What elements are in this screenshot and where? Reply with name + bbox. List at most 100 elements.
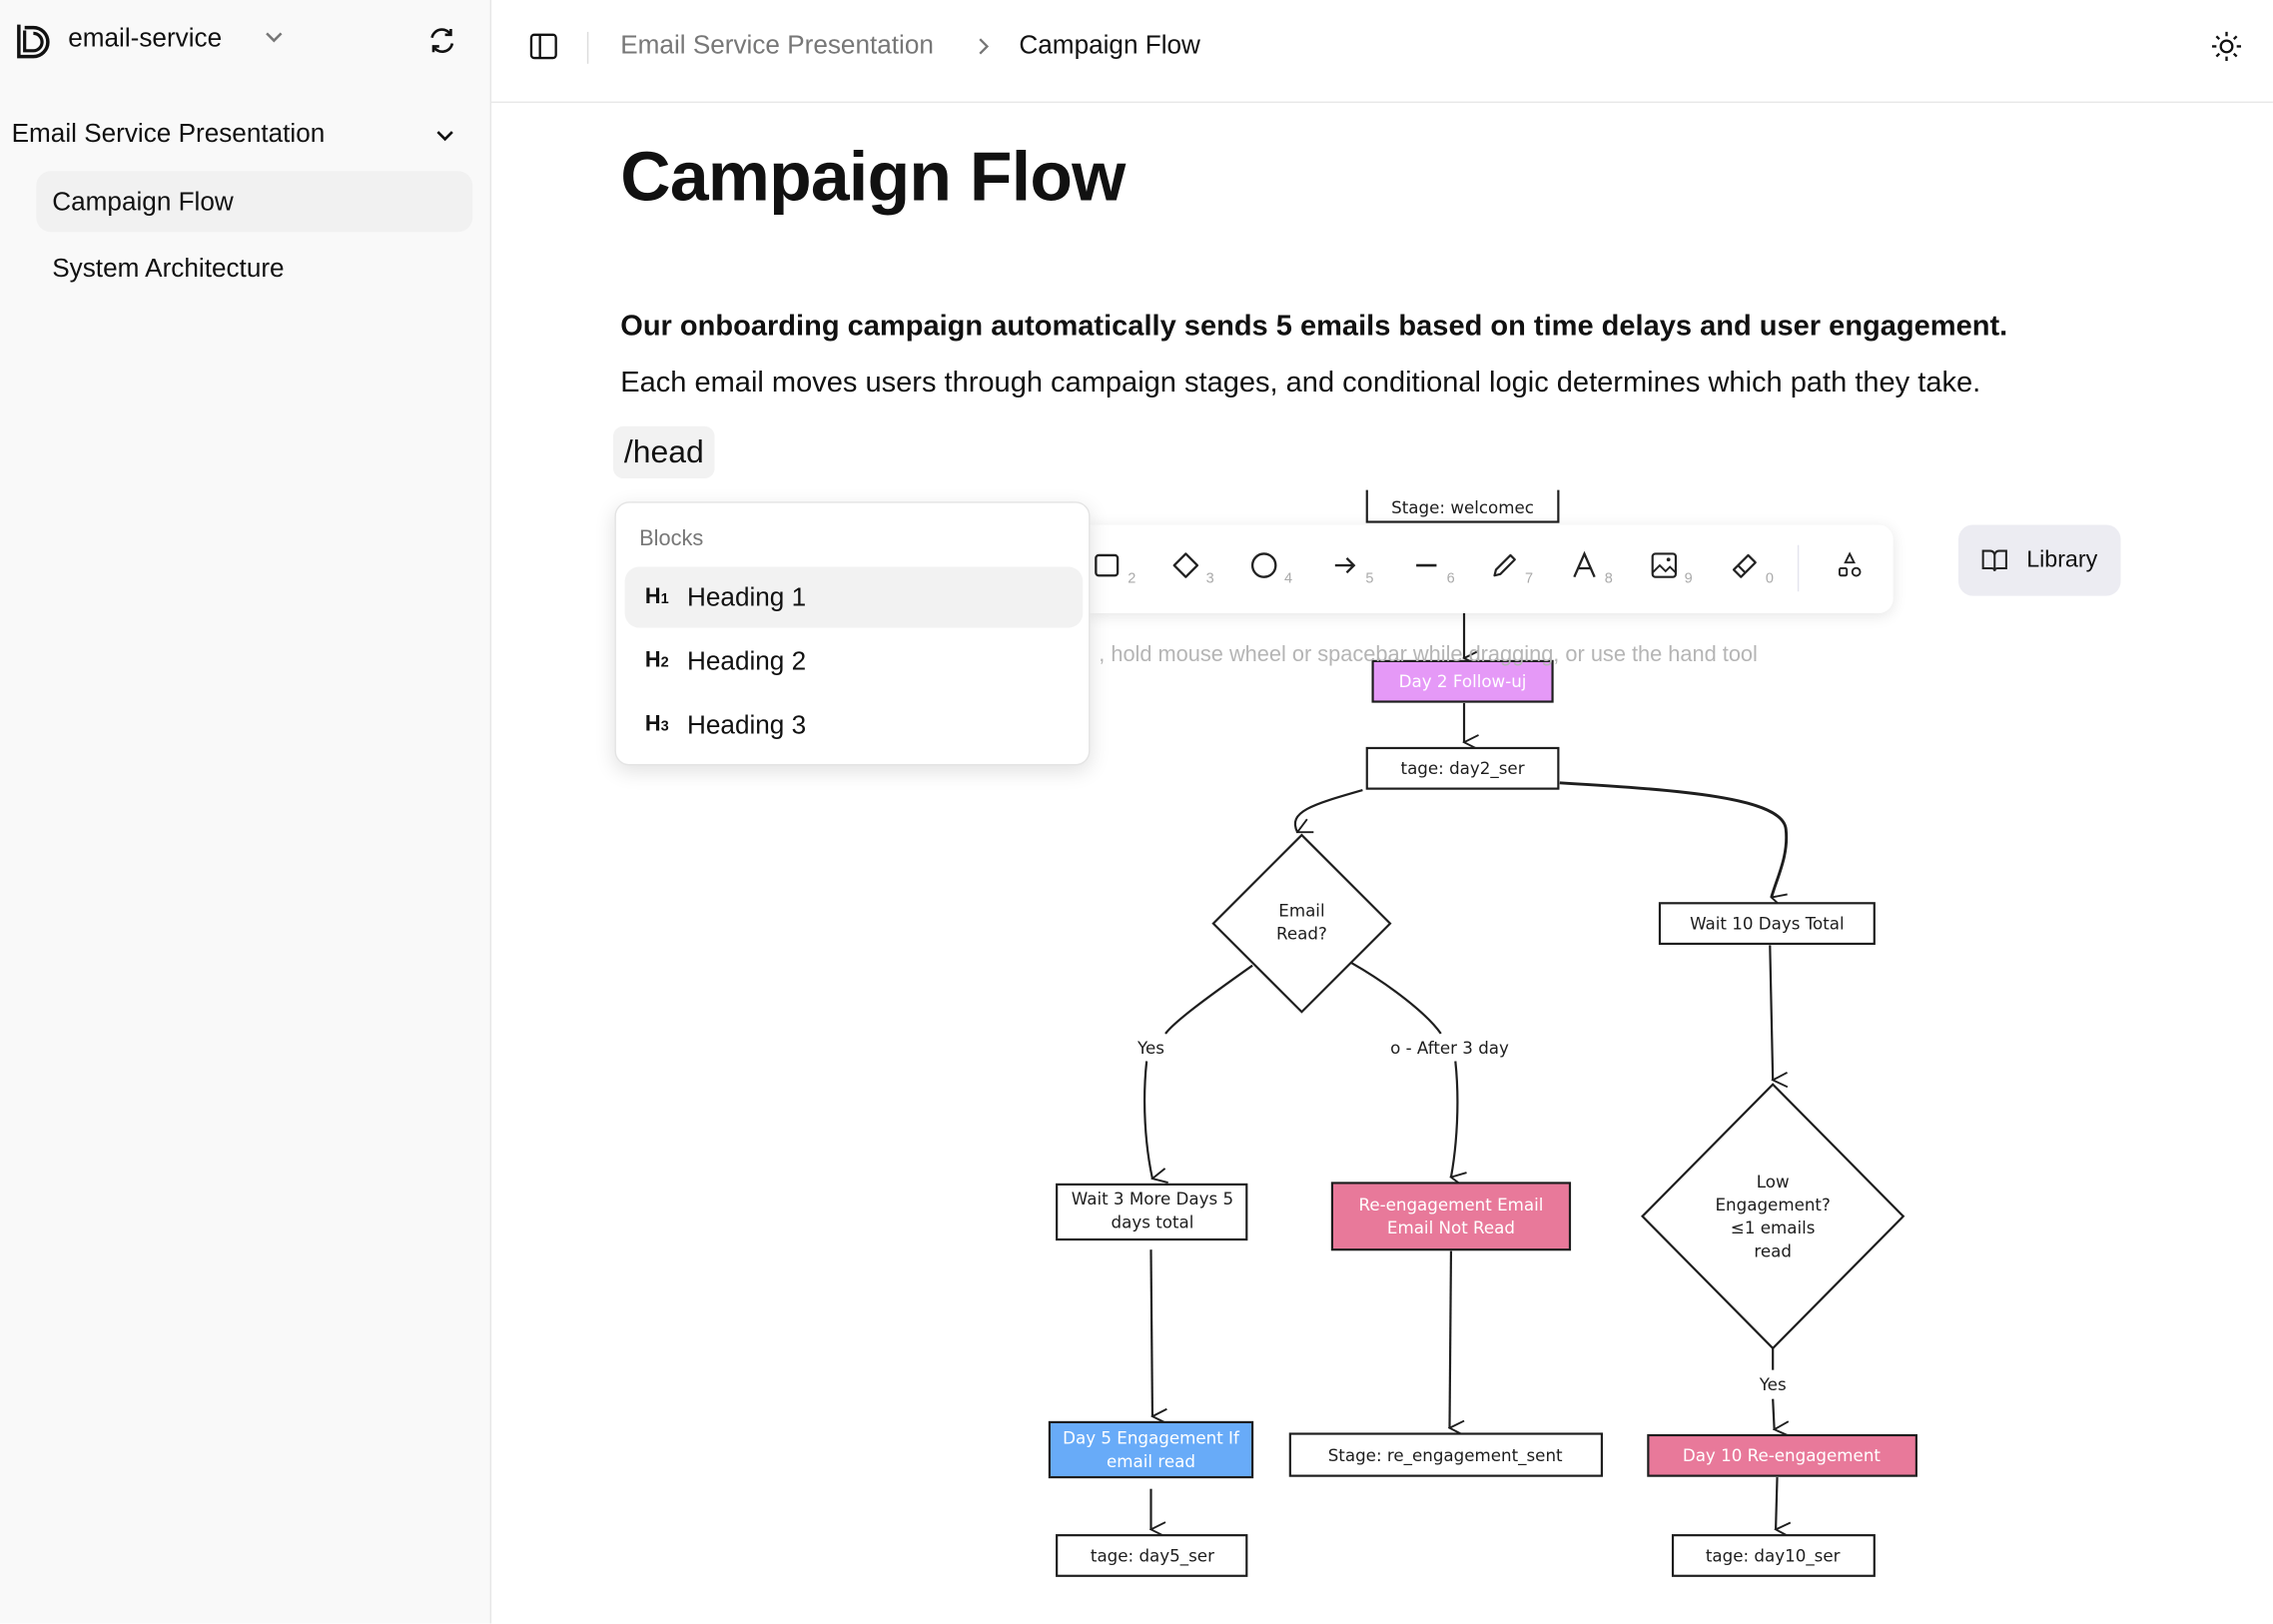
edge-day10-to-stage <box>1776 1477 1777 1529</box>
tool-line[interactable]: 6 <box>1412 545 1464 594</box>
node-stage-day2-text: tage: day2_ser <box>1401 759 1525 779</box>
node-reengage-text-1: Re-engagement Email <box>1358 1196 1543 1215</box>
tool-key: 6 <box>1446 570 1455 587</box>
tool-rectangle[interactable]: 2 <box>1093 545 1144 594</box>
tool-image[interactable]: 9 <box>1650 545 1702 594</box>
tool-ellipse[interactable]: 4 <box>1249 545 1301 594</box>
app-logo-icon <box>15 22 53 67</box>
heading-1-icon: H1 <box>644 583 669 609</box>
node-stage-day10[interactable] <box>1671 1534 1876 1577</box>
email-read-text-2: Read? <box>1276 925 1327 944</box>
node-reengage-text-2: Email Not Read <box>1387 1218 1515 1237</box>
node-day2-followup[interactable] <box>1371 659 1554 703</box>
line-icon <box>1416 563 1437 567</box>
node-stage-day5[interactable] <box>1056 1534 1248 1577</box>
library-button[interactable]: Library <box>1957 524 2121 596</box>
tool-arrow[interactable]: 5 <box>1330 545 1382 594</box>
tool-key: 5 <box>1365 570 1374 587</box>
node-stage-reengagement-text: Stage: re_engagement_sent <box>1328 1446 1563 1466</box>
low-eng-text-2: Engagement? <box>1716 1196 1831 1215</box>
node-day5-text-2: email read <box>1107 1452 1195 1471</box>
sidebar: email-service Email Service Presentation… <box>0 0 492 1624</box>
tool-pencil[interactable]: 7 <box>1490 545 1542 594</box>
node-wait3-text-2: days total <box>1112 1213 1194 1231</box>
refresh-icon[interactable] <box>426 25 458 64</box>
edge-yes-to-day10 <box>1772 1398 1774 1429</box>
node-day10-reengagement[interactable] <box>1647 1433 1917 1477</box>
tool-diamond[interactable]: 3 <box>1171 545 1223 594</box>
header: Email Service Presentation Campaign Flow <box>491 0 2273 104</box>
low-eng-text-4: read <box>1754 1241 1792 1260</box>
tool-eraser[interactable]: 0 <box>1731 545 1783 594</box>
section-chevron-down-icon[interactable] <box>433 125 456 155</box>
sidebar-item-campaign-flow[interactable]: Campaign Flow <box>36 171 473 233</box>
theme-sun-icon[interactable] <box>2211 30 2243 69</box>
label-no-after-3-days: o - After 3 day <box>1390 1039 1509 1058</box>
edge-yes-to-wait3 <box>1143 1061 1152 1179</box>
tool-key: 7 <box>1524 570 1534 587</box>
low-eng-text-1: Low <box>1757 1173 1790 1192</box>
tool-text[interactable]: 8 <box>1570 545 1622 594</box>
node-stage-welcome[interactable] <box>1365 463 1560 523</box>
menu-item-heading-3[interactable]: H3 Heading 3 <box>625 694 1084 755</box>
node-wait10[interactable] <box>1658 902 1876 946</box>
tool-key: 3 <box>1205 570 1214 587</box>
low-eng-text-3: ≤1 emails <box>1731 1218 1816 1237</box>
text-icon <box>1573 550 1596 578</box>
ellipse-icon <box>1250 552 1277 578</box>
shapes-icon <box>1839 551 1862 577</box>
toolbar-separator <box>1797 544 1800 592</box>
node-stage-day10-text: tage: day10_ser <box>1706 1546 1841 1566</box>
heading-2-icon: H2 <box>644 647 669 673</box>
edge-stage-to-wait10 <box>1559 781 1789 898</box>
node-stage-reengagement-sent[interactable] <box>1288 1432 1603 1477</box>
edge-email-read-no <box>1350 961 1442 1035</box>
menu-item-heading-2[interactable]: H2 Heading 2 <box>625 630 1084 691</box>
body-paragraph: Each email moves users through campaign … <box>620 367 1981 400</box>
menu-item-label: Heading 1 <box>687 582 807 612</box>
header-divider <box>586 31 589 64</box>
tool-key: 9 <box>1684 570 1693 587</box>
node-email-read-diamond[interactable] <box>1211 833 1392 1014</box>
workspace-name[interactable]: email-service <box>68 23 223 53</box>
edge-wait10-to-low-eng <box>1769 945 1773 1080</box>
node-low-engagement-diamond[interactable] <box>1641 1083 1905 1350</box>
sidebar-item-system-architecture[interactable]: System Architecture <box>52 254 285 284</box>
menu-item-label: Heading 2 <box>687 646 807 676</box>
lead-paragraph: Our onboarding campaign automatically se… <box>620 310 2008 343</box>
workspace-chevron-down-icon[interactable] <box>263 26 286 56</box>
section-email-service-presentation[interactable]: Email Service Presentation <box>11 119 326 149</box>
pencil-icon <box>1493 553 1516 577</box>
more-tools-button[interactable] <box>1836 545 1888 594</box>
breadcrumb-parent[interactable]: Email Service Presentation <box>620 30 934 60</box>
tool-key: 8 <box>1604 570 1613 587</box>
slash-command-menu: Blocks H1 Heading 1 H2 Heading 2 H3 Head… <box>614 501 1091 766</box>
breadcrumb-chevron-right-icon <box>976 35 993 65</box>
node-reengage-email[interactable] <box>1330 1182 1572 1251</box>
menu-item-label: Heading 3 <box>687 710 807 740</box>
book-icon <box>1981 549 2007 572</box>
canvas-hint-text: , hold mouse wheel or spacebar while dra… <box>1099 642 1758 667</box>
tool-key: 4 <box>1284 570 1293 587</box>
heading-3-icon: H3 <box>644 711 669 737</box>
image-icon <box>1651 552 1678 578</box>
node-stage-day2[interactable] <box>1365 746 1560 790</box>
node-day2-text: Day 2 Follow-uj <box>1399 672 1527 691</box>
drawing-toolbar: 2 3 4 5 6 7 8 9 0 <box>1090 524 1894 613</box>
label-yes-low-eng: Yes <box>1759 1375 1787 1394</box>
breadcrumb-current: Campaign Flow <box>1019 30 1200 60</box>
page-title: Campaign Flow <box>620 139 1126 217</box>
tool-key: 0 <box>1765 570 1775 587</box>
slash-command-input[interactable]: /head <box>612 425 715 478</box>
node-stage-day5-text: tage: day5_ser <box>1091 1546 1214 1566</box>
edge-reengage-to-stage <box>1450 1250 1451 1428</box>
menu-item-heading-1[interactable]: H1 Heading 1 <box>624 566 1084 628</box>
node-wait3[interactable] <box>1056 1183 1248 1241</box>
node-day5-engagement[interactable] <box>1048 1420 1254 1479</box>
node-wait10-text: Wait 10 Days Total <box>1690 914 1845 933</box>
tool-key: 2 <box>1128 570 1136 587</box>
toggle-sidebar-icon[interactable] <box>529 32 558 68</box>
diamond-icon <box>1172 552 1199 578</box>
node-day5-text-1: Day 5 Engagement If <box>1063 1429 1240 1448</box>
